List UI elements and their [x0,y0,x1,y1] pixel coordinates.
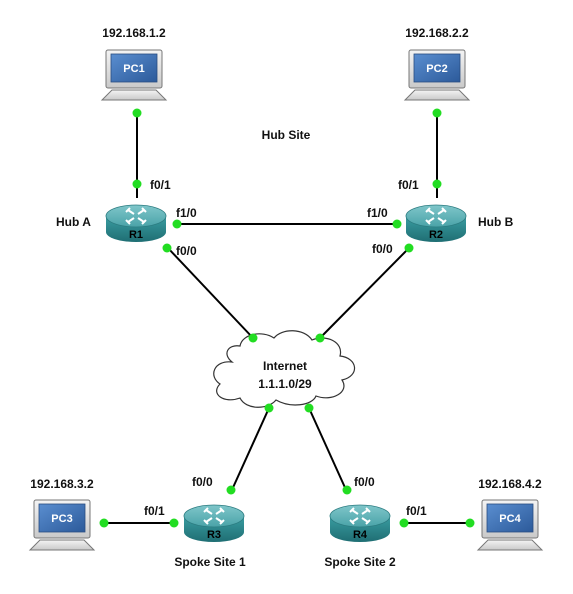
port-r1-wan: f0/0 [176,244,197,258]
link-dot [392,219,402,229]
r3-label: Spoke Site 1 [174,555,246,569]
port-r2-wan: f0/0 [372,242,393,256]
link-r4-internet [308,407,348,493]
internet-cloud[interactable]: Internet 1.1.1.0/29 [213,330,356,408]
link-dot [226,485,236,495]
link-dot [432,179,442,189]
router-r4[interactable]: R4 [329,504,391,542]
router-icon [203,507,225,525]
router-r1[interactable]: R1 [105,204,167,242]
port-r2-pc: f0/1 [398,178,419,192]
r3-top [183,504,245,528]
link-dot [315,333,325,343]
pc4-base [476,539,544,551]
link-dot [304,403,314,413]
port-r4-pc: f0/1 [406,504,427,518]
router-icon [125,207,147,225]
internet-subnet: 1.1.1.0/29 [258,377,312,391]
pc4-name: PC4 [499,513,521,525]
r1-name: R1 [129,229,143,241]
r2-name: R2 [429,229,443,241]
port-r3-pc: f0/1 [144,504,165,518]
pc3[interactable]: PC3 [28,499,96,551]
r1-label: Hub A [56,215,91,229]
link-dot [162,243,172,253]
port-r2-hub: f1/0 [367,206,388,220]
pc2-name: PC2 [426,63,447,75]
pc3-ip: 192.168.3.2 [30,477,94,491]
pc3-screen [38,503,86,533]
pc4-ip: 192.168.4.2 [478,477,542,491]
link-dot [432,108,442,118]
link-dot [399,518,409,528]
pc2-screen [413,53,461,83]
link-r2-internet [319,246,411,339]
r1-top [105,204,167,228]
port-r3-wan: f0/0 [192,475,213,489]
r4-name: R4 [353,529,368,541]
r2-label: Hub B [478,215,514,229]
router-r3[interactable]: R3 [183,504,245,542]
r3-name: R3 [207,529,221,541]
link-dot [132,179,142,189]
link-dot [264,403,274,413]
pc1-ip: 192.168.1.2 [102,26,166,40]
pc2-ip: 192.168.2.2 [405,26,469,40]
r4-label: Spoke Site 2 [324,555,396,569]
pc1[interactable]: PC1 [100,49,168,101]
pc2-base [403,89,471,101]
link-dot [342,485,352,495]
link-r3-internet [230,407,270,493]
pc1-name: PC1 [123,63,144,75]
hub-site-title: Hub Site [262,128,311,142]
port-r4-wan: f0/0 [354,475,375,489]
link-dot [172,219,182,229]
port-r1-hub: f1/0 [176,206,197,220]
pc1-screen [110,53,158,83]
router-icon [349,507,371,525]
pc4[interactable]: PC4 [476,499,544,551]
pc3-name: PC3 [51,513,72,525]
link-dot [248,333,258,343]
cloud-shape [213,330,356,408]
link-dot [404,243,414,253]
r2-top [405,204,467,228]
link-dot [465,518,475,528]
link-r1-internet [166,246,254,339]
pc3-base [28,539,96,551]
pc4-screen [486,503,534,533]
pc1-base [100,89,168,101]
r4-top [329,504,391,528]
port-r1-pc: f0/1 [150,178,171,192]
links [104,113,470,524]
router-r2[interactable]: R2 [405,204,467,242]
pc2[interactable]: PC2 [403,49,471,101]
link-status-dots [99,108,475,528]
internet-label: Internet [263,359,307,373]
link-dot [132,108,142,118]
link-dot [169,518,179,528]
router-icon [425,207,447,225]
link-dot [99,518,109,528]
